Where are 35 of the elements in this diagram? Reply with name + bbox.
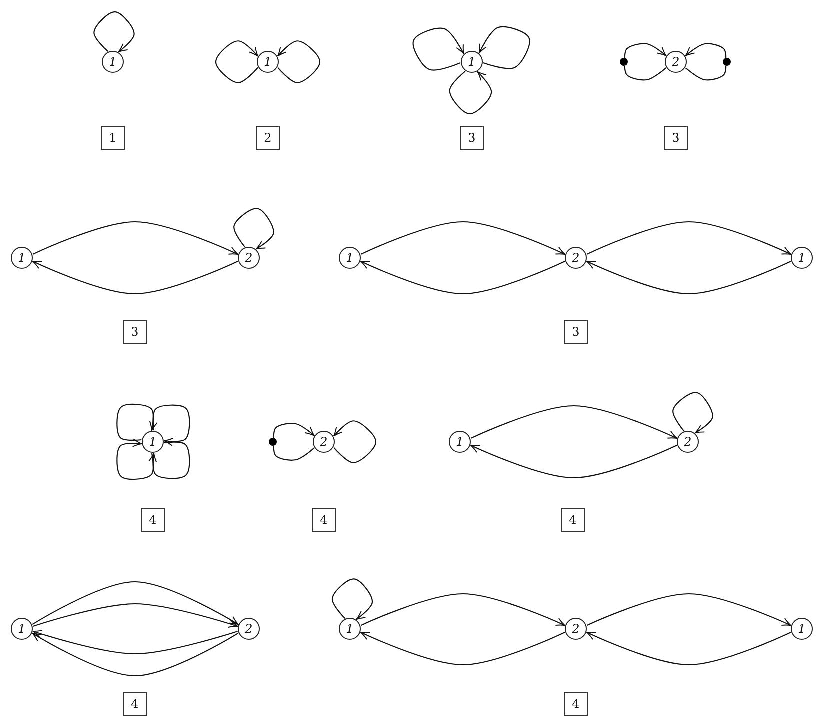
state-circle: 2 — [238, 618, 260, 640]
state-circle: 1 — [449, 431, 471, 453]
count-box: 2 — [256, 126, 280, 150]
count-box: 4 — [141, 508, 165, 532]
connector-line — [624, 66, 667, 81]
state-circle: 2 — [677, 431, 699, 453]
count-box: 4 — [312, 508, 336, 532]
state-circle: 1 — [102, 51, 124, 73]
count-box: 4 — [561, 508, 585, 532]
state-circle: 1 — [142, 431, 164, 453]
junction-dot — [620, 58, 628, 66]
state-circle: 2 — [565, 247, 587, 269]
connector-line — [685, 66, 727, 81]
state-circle: 1 — [339, 247, 361, 269]
connector-line — [273, 446, 315, 461]
state-circle: 1 — [791, 247, 813, 269]
junction-dot — [723, 58, 731, 66]
state-circle: 1 — [257, 51, 279, 73]
state-circle: 2 — [665, 51, 687, 73]
state-circle: 1 — [461, 51, 483, 73]
count-box: 3 — [123, 320, 147, 344]
count-box: 3 — [460, 126, 484, 150]
junction-dot — [269, 438, 277, 446]
count-box: 1 — [101, 126, 125, 150]
state-circle: 1 — [339, 618, 361, 640]
count-box: 4 — [564, 692, 588, 716]
state-circle: 2 — [313, 431, 335, 453]
state-circle: 1 — [791, 618, 813, 640]
count-box: 3 — [664, 126, 688, 150]
count-box: 3 — [564, 320, 588, 344]
state-circle: 1 — [11, 618, 33, 640]
count-box: 4 — [123, 692, 147, 716]
state-circle: 2 — [238, 247, 260, 269]
state-circle: 1 — [11, 247, 33, 269]
state-circle: 2 — [565, 618, 587, 640]
